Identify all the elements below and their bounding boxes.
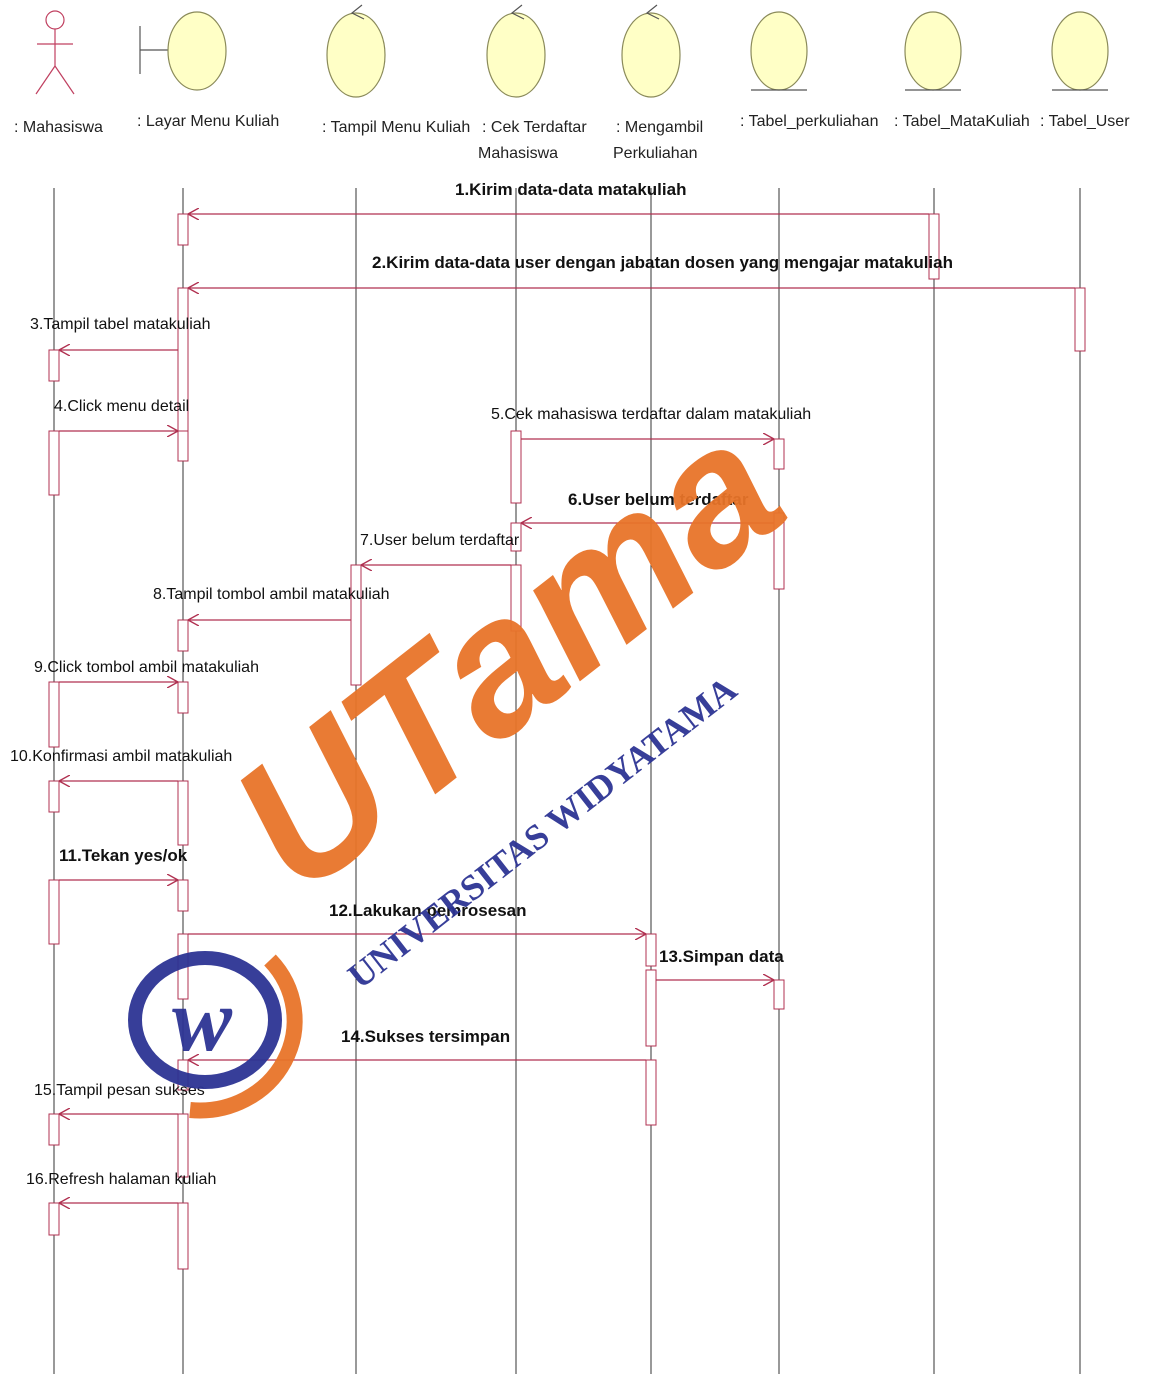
- message-label: 5.Cek mahasiswa terdaftar dalam matakuli…: [491, 406, 811, 423]
- message-11: 11.Tekan yes/ok: [59, 846, 188, 880]
- activation-bar: [645, 969, 657, 1047]
- watermark: w UTama UNIVERSITAS WIDYATAMA: [128, 380, 819, 1119]
- message-10: 10.Konfirmasi ambil matakuliah: [10, 748, 232, 781]
- message-label: 10.Konfirmasi ambil matakuliah: [10, 748, 232, 765]
- entity-icon: [904, 11, 962, 91]
- entity-icon: [1051, 11, 1109, 91]
- message-4: 4.Click menu detail: [54, 398, 189, 431]
- participant-tuser: : Tabel_User: [1040, 11, 1130, 130]
- control-icon: [326, 4, 386, 98]
- participant-label: : Cek Terdaftar: [482, 119, 587, 136]
- messages-layer: 1.Kirim data-data matakuliah 2.Kirim data…: [10, 180, 1075, 1203]
- activation-bar: [645, 933, 657, 967]
- message-label: 7.User belum terdaftar: [360, 532, 520, 549]
- message-16: 16.Refresh halaman kuliah: [26, 1171, 216, 1203]
- participant-heads-layer: : Mahasiswa : Layar Menu Kuliah : Tampil M…: [14, 4, 1130, 162]
- message-label: 4.Click menu detail: [54, 398, 189, 415]
- activation-bar: [177, 1113, 189, 1178]
- activation-bar: [773, 979, 785, 1010]
- activation-bar: [48, 780, 60, 813]
- activation-bar: [350, 564, 362, 686]
- participant-mahasiswa: : Mahasiswa: [14, 10, 103, 136]
- control-icon: [486, 4, 546, 98]
- activation-bar: [48, 1113, 60, 1146]
- activation-bar: [48, 349, 60, 382]
- participant-tmatakuliah: : Tabel_MataKuliah: [894, 11, 1030, 130]
- activation-bar: [177, 430, 189, 462]
- message-9: 9.Click tombol ambil matakuliah: [34, 659, 259, 682]
- participant-tperkuliahan: : Tabel_perkuliahan: [740, 11, 878, 130]
- message-7: 7.User belum terdaftar: [360, 532, 520, 565]
- activation-bar: [928, 213, 940, 280]
- watermark-logo-letter: w: [172, 971, 233, 1070]
- message-label: 9.Click tombol ambil matakuliah: [34, 659, 259, 676]
- message-6: 6.User belum terdaftar: [521, 490, 774, 523]
- actor-icon: [35, 10, 75, 95]
- message-1: 1.Kirim data-data matakuliah: [188, 180, 929, 214]
- message-label: 12.Lakukan pemrosesan: [329, 901, 526, 920]
- activation-bar: [1074, 287, 1086, 352]
- participant-label: : Tabel_User: [1040, 113, 1130, 130]
- message-5: 5.Cek mahasiswa terdaftar dalam matakuli…: [491, 406, 811, 439]
- message-label: 8.Tampil tombol ambil matakuliah: [153, 586, 390, 603]
- participant-label: : Tabel_perkuliahan: [740, 113, 878, 130]
- message-label: 13.Simpan data: [659, 947, 784, 966]
- activation-bar: [48, 430, 60, 496]
- activation-bar: [510, 430, 522, 504]
- participant-tampil: : Tampil Menu Kuliah: [322, 4, 470, 136]
- message-15: 15.Tampil pesan sukses: [34, 1082, 205, 1114]
- activation-bar: [645, 1059, 657, 1126]
- activation-bar: [177, 780, 189, 846]
- message-2: 2.Kirim data-data user dengan jabatan do…: [188, 253, 1075, 288]
- participant-label: Mahasiswa: [478, 145, 558, 162]
- activation-bar: [177, 619, 189, 652]
- watermark-logo-icon: w: [128, 951, 303, 1119]
- activation-bar: [177, 1202, 189, 1270]
- message-label: 3.Tampil tabel matakuliah: [30, 316, 211, 333]
- activation-bar: [177, 879, 189, 912]
- entity-icon: [750, 11, 808, 91]
- activation-bar: [510, 522, 522, 552]
- message-8: 8.Tampil tombol ambil matakuliah: [153, 586, 390, 620]
- activation-bar: [48, 1202, 60, 1236]
- activation-bar: [48, 879, 60, 945]
- message-label: 2.Kirim data-data user dengan jabatan do…: [372, 253, 953, 272]
- participant-label: Perkuliahan: [613, 145, 698, 162]
- boundary-icon: [139, 11, 227, 91]
- activation-bar: [48, 681, 60, 748]
- message-13: 13.Simpan data: [656, 947, 784, 980]
- message-3: 3.Tampil tabel matakuliah: [30, 316, 211, 350]
- activation-bar: [177, 681, 189, 714]
- message-label: 16.Refresh halaman kuliah: [26, 1171, 216, 1188]
- participant-label: : Tabel_MataKuliah: [894, 113, 1030, 130]
- activation-bar: [773, 512, 785, 590]
- participant-label: : Layar Menu Kuliah: [137, 113, 279, 130]
- message-label: 11.Tekan yes/ok: [59, 846, 188, 865]
- message-label: 14.Sukses tersimpan: [341, 1027, 510, 1046]
- participant-label: : Tampil Menu Kuliah: [322, 119, 470, 136]
- participant-label: : Mengambil: [616, 119, 703, 136]
- activation-bar: [177, 213, 189, 246]
- message-label: 15.Tampil pesan sukses: [34, 1082, 205, 1099]
- activation-bar: [773, 438, 785, 470]
- participant-label: : Mahasiswa: [14, 119, 103, 136]
- participant-layar: : Layar Menu Kuliah: [137, 11, 279, 130]
- activation-bars-layer: [48, 213, 1086, 1270]
- message-12: 12.Lakukan pemrosesan: [188, 901, 646, 934]
- activation-bar: [510, 564, 522, 632]
- control-icon: [621, 4, 681, 98]
- message-label: 1.Kirim data-data matakuliah: [455, 180, 686, 199]
- message-label: 6.User belum terdaftar: [568, 490, 749, 509]
